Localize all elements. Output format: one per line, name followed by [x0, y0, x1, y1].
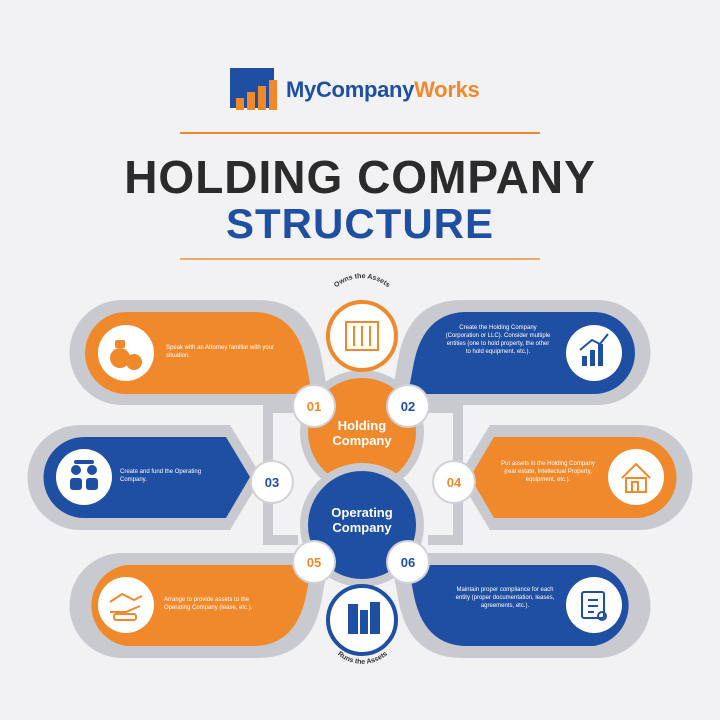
holding-label-line1: Holding — [337, 418, 387, 433]
money-bags-icon — [110, 340, 142, 370]
step-03-text: Create and fund the Operating Company. — [120, 469, 202, 483]
step-04-text: Put assets in the Holding Company (real … — [501, 461, 595, 483]
step-06-number: 06 — [388, 542, 428, 582]
step-02-number: 02 — [388, 386, 428, 426]
operating-label-line1: Operating — [331, 505, 393, 520]
step-01-card — [69, 300, 331, 405]
step-05-number: 05 — [294, 542, 334, 582]
logo-icon — [230, 68, 277, 110]
step-02-card — [390, 300, 651, 405]
holding-label-line2: Company — [332, 433, 392, 448]
step-06-card — [390, 553, 651, 658]
step-01-number: 01 — [294, 386, 334, 426]
building-icon — [345, 321, 379, 351]
step-02-text: Create the Holding Company (Corporation … — [445, 325, 551, 355]
checklist-icon — [581, 591, 607, 621]
step-03-number: 03 — [252, 462, 292, 502]
house-icon — [621, 462, 651, 493]
title-line2: STRUCTURE — [226, 200, 494, 247]
step-05-text: Arrange to provide assets to the Operati… — [164, 597, 253, 611]
bottom-divider — [180, 258, 540, 260]
brand-name-part2: Works — [414, 77, 480, 102]
title-line1: HOLDING COMPANY — [124, 151, 596, 203]
top-divider — [180, 132, 540, 134]
brand-name: MyCompanyWorks — [286, 77, 480, 103]
holding-company-label: Holding Company — [317, 418, 407, 448]
brand-name-part1: MyCompany — [286, 77, 415, 102]
growth-chart-icon — [579, 333, 609, 366]
handshake-icon — [109, 592, 143, 621]
step-05-card — [69, 553, 331, 658]
step-01-text: Speak with an Attorney familiar with you… — [166, 345, 275, 359]
operating-label-line2: Company — [332, 520, 392, 535]
operating-company-label: Operating Company — [317, 505, 407, 535]
holding-arc-label: Owns the Assets — [333, 273, 391, 289]
step-06-text: Maintain proper compliance for each enti… — [455, 587, 555, 609]
team-icon — [70, 460, 98, 490]
step-04-card — [458, 425, 693, 530]
step-04-number: 04 — [434, 462, 474, 502]
office-building-icon — [348, 602, 380, 634]
step-03-card — [27, 425, 263, 530]
